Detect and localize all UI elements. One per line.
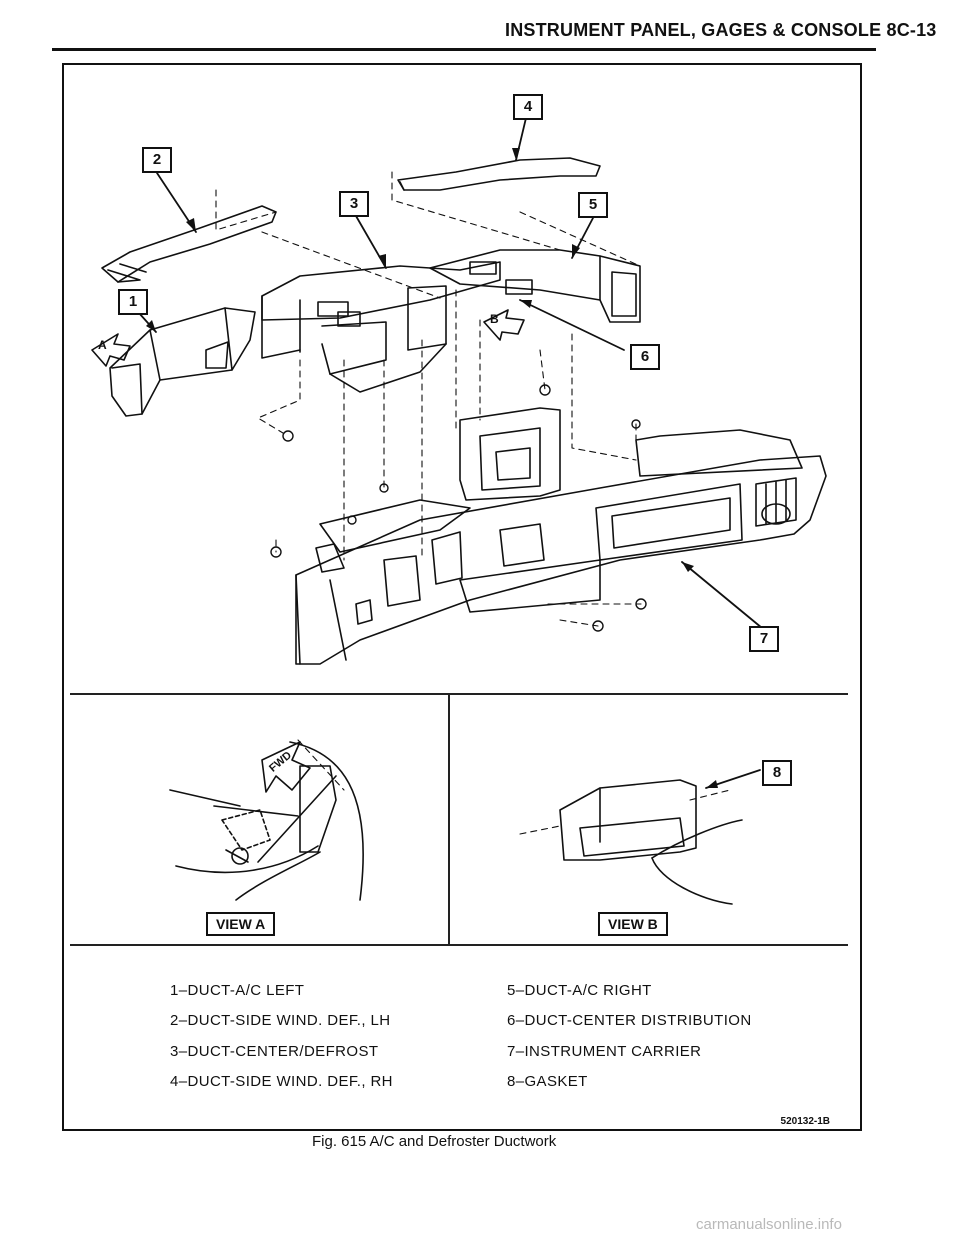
view-arrow-b-label: B (490, 312, 499, 326)
page-header-title: INSTRUMENT PANEL, GAGES & CONSOLE 8C-13 (505, 20, 937, 40)
divider-top (70, 693, 848, 695)
callout-6: 6 (630, 344, 660, 370)
callout-leaders (138, 117, 763, 629)
instrument-carrier (295, 429, 827, 665)
duct-ac-left (109, 307, 256, 417)
figure-caption: Fig. 615 A/C and Defroster Ductwork (312, 1133, 557, 1150)
callout-7: 7 (749, 626, 779, 652)
legend-item-6: 6–DUCT-CENTER DISTRIBUTION (507, 1012, 752, 1029)
legend-item-4: 4–DUCT-SIDE WIND. DEF., RH (170, 1073, 393, 1090)
view-b-label: VIEW B (598, 912, 668, 936)
view-arrow-a-label: A (98, 338, 107, 352)
duct-side-wind-def-rh (397, 157, 601, 191)
screws (270, 384, 647, 632)
view-b-detail (519, 769, 761, 905)
header-rule (52, 48, 876, 51)
duct-center-defrost (261, 261, 501, 393)
callout-3: 3 (339, 191, 369, 217)
legend-item-3: 3–DUCT-CENTER/DEFROST (170, 1043, 379, 1060)
view-a-label: VIEW A (206, 912, 276, 936)
figure-number: 520132-1B (780, 1116, 830, 1127)
legend-item-2: 2–DUCT-SIDE WIND. DEF., LH (170, 1012, 391, 1029)
divider-bottom (70, 944, 848, 946)
view-arrow-b-shape (483, 309, 525, 341)
callout-5: 5 (578, 192, 608, 218)
duct-ac-right (429, 249, 641, 323)
callout-arrowheads (146, 148, 694, 572)
view-a-detail (169, 739, 364, 901)
callout-8: 8 (762, 760, 792, 786)
callout-2: 2 (142, 147, 172, 173)
legend-item-7: 7–INSTRUMENT CARRIER (507, 1043, 702, 1060)
legend-item-5: 5–DUCT-A/C RIGHT (507, 982, 652, 999)
watermark: carmanualsonline.info (696, 1216, 842, 1233)
legend-item-1: 1–DUCT-A/C LEFT (170, 982, 305, 999)
callout-4: 4 (513, 94, 543, 120)
legend-item-8: 8–GASKET (507, 1073, 588, 1090)
callout-1: 1 (118, 289, 148, 315)
duct-side-wind-def-lh (101, 205, 277, 283)
assembly-leader-lines (215, 171, 642, 627)
divider-views (448, 693, 450, 945)
figure-frame (62, 63, 862, 1131)
duct-center-distribution (459, 407, 561, 501)
view-arrow-a-shape (91, 333, 131, 367)
